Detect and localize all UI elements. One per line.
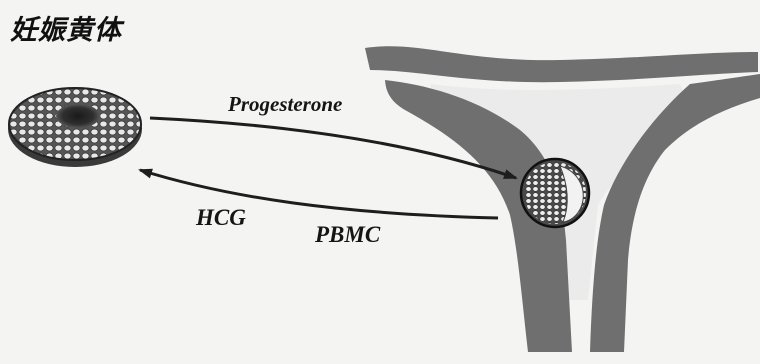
corpus-luteum [8, 88, 142, 167]
uterus-fundus-wall [365, 46, 758, 82]
implanted-embryo [521, 159, 589, 227]
progesterone-label: Progesterone [228, 92, 342, 117]
hcg-arrow [140, 170, 498, 218]
hcg-label: HCG [196, 205, 246, 231]
pbmc-label: PBMC [315, 222, 380, 248]
diagram-title: 妊娠黄体 [10, 8, 122, 47]
corpus-luteum-core [56, 104, 100, 128]
